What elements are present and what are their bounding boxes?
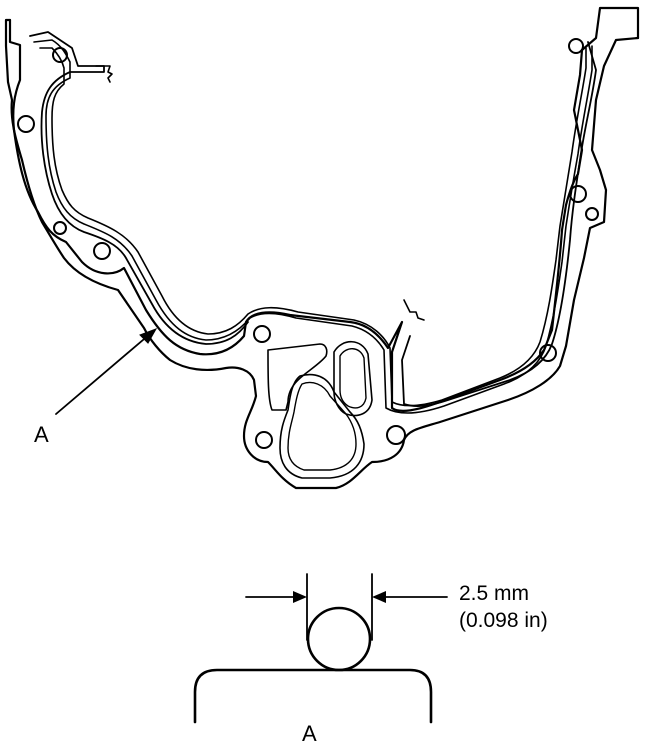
break-line-center xyxy=(403,299,425,321)
pump-opening-oval-inner xyxy=(339,348,367,409)
dimension-arrow-left xyxy=(293,591,307,603)
bolt-hole-8 xyxy=(539,344,557,362)
bolt-hole-10 xyxy=(585,207,599,221)
pump-opening-outer xyxy=(267,343,328,411)
gasket-inner-outline-right xyxy=(401,41,597,407)
bolt-hole-2 xyxy=(17,115,35,133)
seal-bead-cross-section xyxy=(306,606,372,672)
pump-opening-large-inner xyxy=(287,381,357,471)
bolt-hole-5 xyxy=(253,325,271,343)
pump-opening-oval xyxy=(333,340,373,417)
bolt-hole-9 xyxy=(569,185,587,203)
break-line-left xyxy=(95,65,113,83)
pump-opening-large xyxy=(279,373,365,479)
callout-leader xyxy=(55,333,151,415)
callout-label-a: A xyxy=(34,422,49,447)
seal-groove-outer xyxy=(33,39,593,414)
bolt-hole-11 xyxy=(568,38,584,54)
dimension-imperial-label: (0.098 in) xyxy=(459,609,548,632)
gasket-right-ear-outline xyxy=(4,18,640,490)
callout-arrowhead xyxy=(139,328,158,344)
bolt-hole-1 xyxy=(52,47,68,63)
bolt-hole-4 xyxy=(93,242,111,260)
bolt-hole-6 xyxy=(255,431,273,449)
seal-groove-inner xyxy=(39,47,587,407)
gasket-inner-outline xyxy=(29,31,249,345)
bolt-hole-3 xyxy=(53,221,67,235)
dimension-metric-label: 2.5 mm xyxy=(459,582,530,605)
gasket-surface-profile xyxy=(193,668,433,724)
section-label-a: A xyxy=(302,721,317,746)
dimension-arrow-right xyxy=(372,591,386,603)
bolt-hole-7 xyxy=(386,425,406,445)
